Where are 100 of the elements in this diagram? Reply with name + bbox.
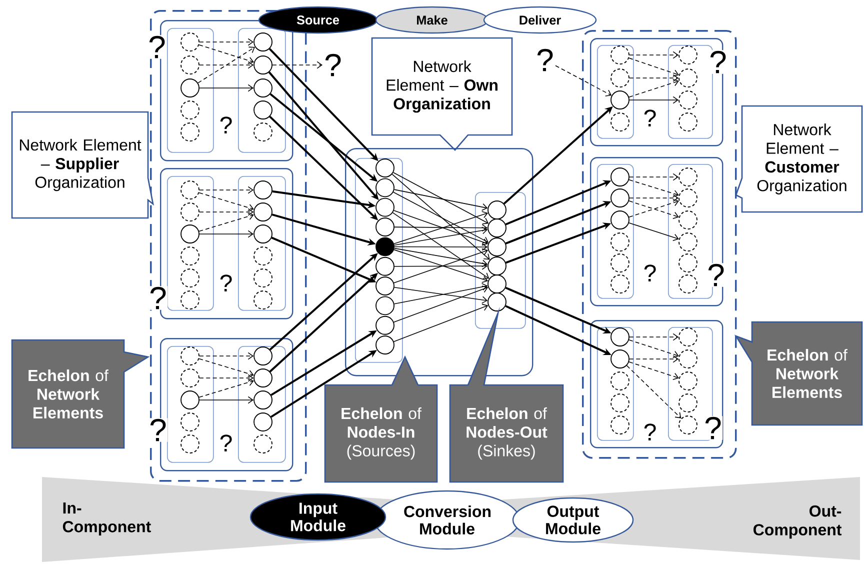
dashed-circle xyxy=(610,232,630,252)
dashed-circle xyxy=(678,168,698,186)
column-frame xyxy=(597,45,634,139)
dashed-circle xyxy=(180,202,200,222)
dashed-circle xyxy=(610,254,630,272)
question-mark: ? xyxy=(537,48,553,72)
arrow xyxy=(199,84,254,92)
circle xyxy=(488,292,506,312)
arrow xyxy=(198,44,254,64)
circle xyxy=(488,200,506,220)
ellipse-label: Conversion Module xyxy=(374,490,520,550)
dashed-circle xyxy=(180,122,200,142)
rounded-frame xyxy=(590,157,724,306)
dashed-circle xyxy=(678,328,698,346)
arrow xyxy=(199,208,254,216)
circle xyxy=(610,168,630,186)
callout: Echelon of Network Elements xyxy=(734,321,863,426)
arrow xyxy=(628,179,679,198)
dashed-circle xyxy=(678,210,698,230)
dashed-circle xyxy=(678,90,698,110)
circle xyxy=(610,210,630,230)
arrow xyxy=(392,212,490,279)
arrow xyxy=(393,304,488,342)
circle xyxy=(488,238,506,256)
circle xyxy=(610,350,630,368)
arrow xyxy=(629,51,679,59)
circle xyxy=(376,316,394,335)
arrow xyxy=(628,58,680,77)
arrow xyxy=(628,340,679,358)
arrow xyxy=(392,192,489,244)
circle xyxy=(376,218,394,236)
arrow xyxy=(394,283,488,304)
arrow xyxy=(198,378,254,398)
band-label: In- Component xyxy=(62,502,151,536)
callout: Network Element – Supplier Organization xyxy=(11,111,154,219)
arrow xyxy=(394,226,488,246)
question-mark: ? xyxy=(706,263,726,287)
circle xyxy=(376,276,394,296)
circle xyxy=(610,90,630,110)
circle xyxy=(180,390,200,410)
callout: Network Element – Own Organization xyxy=(371,37,513,151)
dashed-circle xyxy=(678,372,698,390)
question-mark: ? xyxy=(218,274,234,292)
circle xyxy=(376,198,394,217)
question-mark: ? xyxy=(148,418,168,442)
dashed-circle xyxy=(254,122,272,142)
dashed-circle xyxy=(678,232,698,252)
circle xyxy=(254,100,272,120)
column-frame xyxy=(355,158,403,363)
dashed-circle xyxy=(610,274,630,294)
circle xyxy=(254,368,272,388)
dashed-circle xyxy=(610,68,630,88)
column-frame xyxy=(167,346,214,463)
column-frame xyxy=(238,176,286,311)
dashed-circle xyxy=(678,394,698,412)
question-mark: ? xyxy=(642,108,658,128)
arrow xyxy=(629,173,679,181)
dashed-circle xyxy=(254,290,272,310)
circle xyxy=(376,178,394,198)
circle xyxy=(254,32,272,52)
arrow xyxy=(198,358,254,378)
dashed-circle xyxy=(254,246,272,266)
circle xyxy=(376,336,394,354)
circle xyxy=(254,346,272,366)
circle xyxy=(254,412,272,432)
arrow xyxy=(629,74,679,82)
circle xyxy=(610,188,630,208)
circle xyxy=(180,78,200,98)
arrow xyxy=(199,396,254,404)
question-mark: ? xyxy=(642,264,658,282)
column-frame xyxy=(167,28,214,153)
circle xyxy=(254,78,272,98)
column-frame xyxy=(597,327,634,441)
callout: Echelon of Network Elements xyxy=(11,339,150,449)
arrow xyxy=(199,61,254,69)
ellipse-label: Input Module xyxy=(250,493,386,541)
circle xyxy=(610,328,630,346)
dashed-circle xyxy=(180,290,200,310)
arrow xyxy=(199,186,254,194)
arrow xyxy=(392,172,489,224)
arrow xyxy=(628,79,679,98)
column-frame xyxy=(475,192,526,329)
arrow xyxy=(628,362,679,380)
circle xyxy=(254,390,272,410)
dashed-circle xyxy=(610,112,630,132)
arrow xyxy=(393,286,488,322)
callout: Echelon of Nodes-In (Sources) xyxy=(324,355,438,483)
dashed-circle xyxy=(180,56,200,74)
question-mark: ? xyxy=(708,50,728,74)
dashed-circle xyxy=(180,412,200,432)
circle xyxy=(376,158,394,178)
dashed-circle xyxy=(180,32,200,52)
dashed-circle xyxy=(610,46,630,64)
band-label: Out- Component xyxy=(754,505,842,539)
dashed-circle xyxy=(180,246,200,266)
rounded-frame xyxy=(590,320,724,448)
question-mark: ? xyxy=(148,286,168,310)
circle xyxy=(488,256,506,276)
circle xyxy=(376,256,394,276)
arrow xyxy=(628,222,679,241)
